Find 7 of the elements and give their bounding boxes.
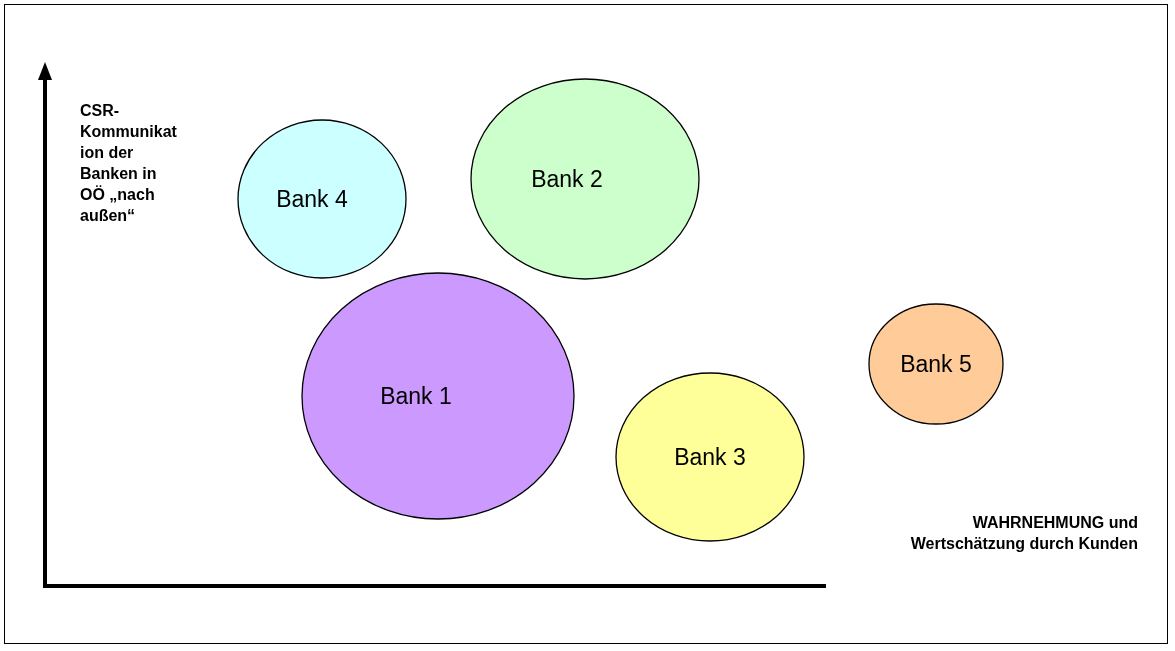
bubble-label: Bank 1 — [379, 382, 453, 410]
axis-title: WAHRNEHMUNG und Wertschätzung durch Kunden — [909, 513, 1138, 554]
bubble-label: Bank 3 — [673, 443, 747, 471]
bubble-label: Bank 2 — [530, 165, 604, 193]
bubble-label: Bank 4 — [275, 185, 349, 213]
bubble-label: Bank 5 — [899, 350, 973, 378]
axis-title: CSR-Kommunikation der Banken in OÖ „nach außen“ — [80, 101, 178, 226]
